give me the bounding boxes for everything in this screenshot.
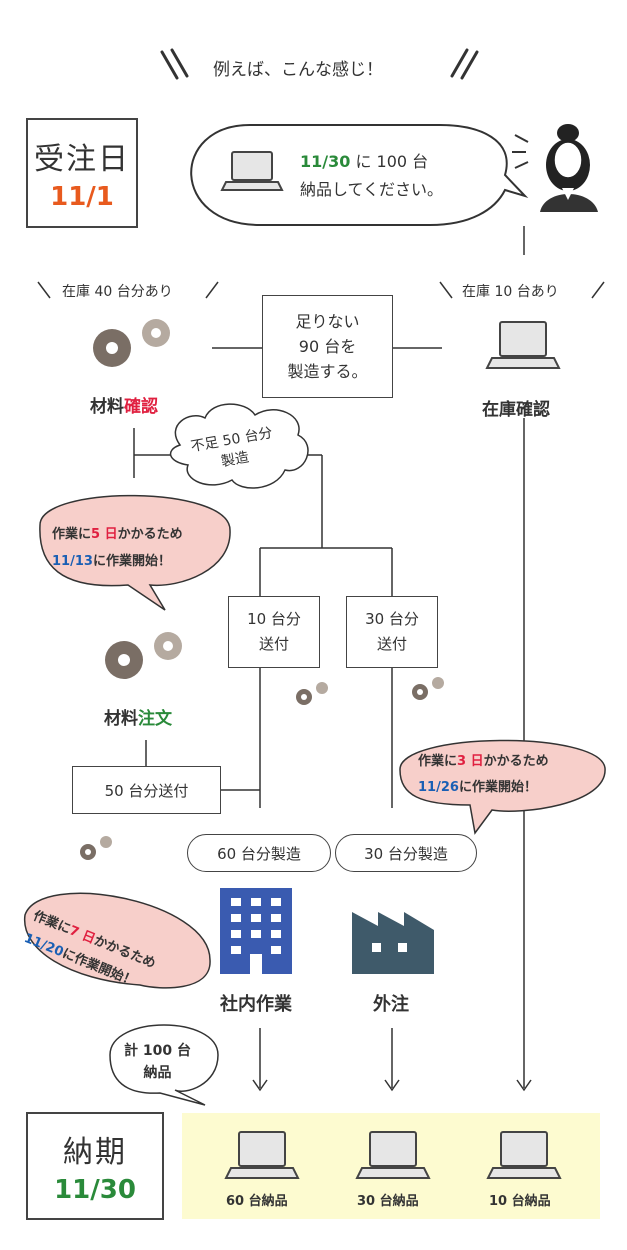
total-bubble-shape <box>109 1024 219 1106</box>
material-bubble-days: 5 日 <box>91 527 118 542</box>
order-date-value: 11/1 <box>50 182 114 212</box>
send-box-10: 10 台分 送付 <box>228 596 320 668</box>
shortage-cloud-shape <box>169 403 309 489</box>
delivery-laptop-icon <box>486 1131 562 1179</box>
outsource-bubble-prefix: 作業に <box>418 754 458 769</box>
outsource-bubble-line1: 作業に3 日かかるため <box>418 750 549 769</box>
material-order-label: 材料注文 <box>104 704 172 729</box>
inhouse-bubble-shape <box>24 892 211 989</box>
deadline-box: 納期 11/30 <box>26 1112 164 1220</box>
customer-bubble-shape <box>190 124 529 226</box>
deadline-value: 11/30 <box>54 1175 136 1205</box>
send-box-30: 30 台分 送付 <box>346 596 438 668</box>
send-box-50: 50 台分送付 <box>72 766 221 814</box>
material-bubble-date: 11/13 <box>52 554 93 569</box>
inhouse-label: 社内作業 <box>220 994 292 1015</box>
outsource-bubble-days: 3 日 <box>457 754 484 769</box>
stock-right-note: 在庫 10 台あり <box>462 284 559 300</box>
send-box-30-line2: 送付 <box>376 635 407 653</box>
shortage-box: 足りない 90 台を 製造する。 <box>262 295 393 398</box>
material-bubble-line1: 作業に5 日かかるため <box>52 523 183 542</box>
factory-icon <box>352 912 434 974</box>
delivery-laptop-icon <box>355 1131 431 1179</box>
material-order-accent: 注文 <box>138 709 172 729</box>
send-box-10-line2: 送付 <box>258 635 289 653</box>
customer-bubble-line1: 11/30 に 100 台 <box>300 148 428 172</box>
send-box-10-line1: 10 台分 <box>247 610 301 628</box>
send-box-50-label: 50 台分送付 <box>104 781 189 800</box>
material-bubble-suffix: かかるため <box>117 527 183 542</box>
pill-inhouse-production: 60 台分製造 <box>187 834 331 872</box>
total-bubble-line2: 納品 <box>143 1065 172 1081</box>
shortage-line1: 足りない <box>295 312 360 331</box>
laptop-icon <box>220 151 284 191</box>
delivery-label: 30 台納品 <box>357 1194 419 1209</box>
shortage-line2: 90 台を <box>298 337 357 356</box>
material-order-plain: 材料 <box>104 709 138 729</box>
material-check-label: 材料確認 <box>90 392 158 417</box>
outsource-bubble-suffix: かかるため <box>483 754 549 769</box>
voice-marks <box>512 134 529 169</box>
delivery-label: 60 台納品 <box>226 1194 288 1209</box>
header-caption: 例えば、こんな感じ！ <box>213 60 383 80</box>
outsource-bubble-date: 11/26 <box>418 780 459 795</box>
total-bubble-line1: 計 100 台 <box>124 1043 191 1059</box>
customer-bubble-quantity: に 100 台 <box>355 152 429 171</box>
building-icon <box>220 888 292 974</box>
customer-avatar-icon <box>540 124 598 212</box>
pill-outsource-production: 30 台分製造 <box>335 834 477 872</box>
customer-bubble-line2: 納品してください。 <box>300 180 444 199</box>
stock-left-note: 在庫 40 台分あり <box>62 284 173 300</box>
material-check-plain: 材料 <box>90 397 124 417</box>
delivery-label: 10 台納品 <box>489 1194 551 1209</box>
customer-bubble-date: 11/30 <box>300 152 351 171</box>
stock-laptop-icon <box>485 321 561 369</box>
header-slashes <box>160 48 479 80</box>
order-date-label: 受注日 <box>34 142 130 177</box>
order-gears-icon <box>105 632 182 679</box>
outsource-label: 外注 <box>373 994 409 1015</box>
stock-check-label: 在庫確認 <box>482 400 550 420</box>
delivery-laptop-icon <box>224 1131 300 1179</box>
outsource-bubble-rest: に作業開始！ <box>458 780 537 795</box>
gears-icon <box>93 319 170 367</box>
outsource-bubble-line2: 11/26に作業開始！ <box>418 776 537 795</box>
total-bubble-text: 計 100 台 納品 <box>124 1040 191 1084</box>
material-bubble-shape <box>39 494 231 611</box>
outsource-bubble-shape <box>399 739 606 835</box>
order-date-box: 受注日 11/1 <box>26 118 138 228</box>
deadline-label: 納期 <box>63 1135 127 1170</box>
material-bubble-prefix: 作業に <box>52 527 92 542</box>
material-bubble-rest: に作業開始！ <box>92 554 171 569</box>
shortage-line3: 製造する。 <box>287 362 368 381</box>
send-box-30-line1: 30 台分 <box>365 610 419 628</box>
material-bubble-line2: 11/13に作業開始！ <box>52 550 171 569</box>
material-check-accent: 確認 <box>124 397 158 417</box>
